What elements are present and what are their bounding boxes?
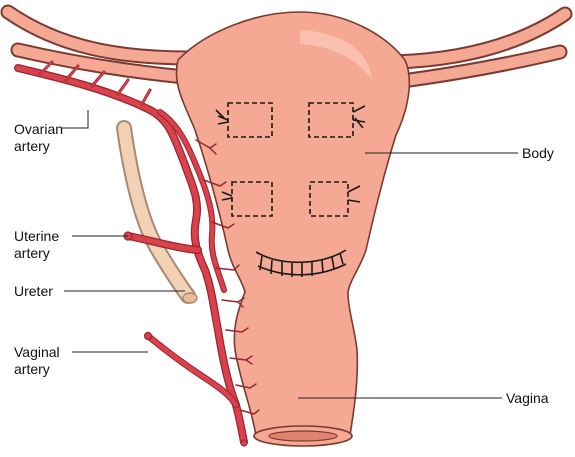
label-body-text: Body <box>522 145 554 161</box>
label-vagina-text: Vagina <box>506 390 549 406</box>
vaginal-opening <box>254 426 352 446</box>
label-uterine-artery: Uterine artery <box>14 228 59 262</box>
label-body: Body <box>522 145 554 162</box>
uterine-artery-branch <box>124 232 198 250</box>
left-fallopian-tube <box>8 12 195 78</box>
label-ovarian-artery: Ovarian artery <box>14 121 63 155</box>
label-ovarian-line1: Ovarian <box>14 121 63 138</box>
label-ureter: Ureter <box>14 283 53 300</box>
label-uterine-line2: artery <box>14 245 59 262</box>
label-vaginal-line1: Vaginal <box>14 344 60 361</box>
label-vaginal-line2: artery <box>14 361 60 378</box>
label-ureter-text: Ureter <box>14 283 53 299</box>
right-fallopian-tube <box>395 14 565 82</box>
label-vaginal-artery: Vaginal artery <box>14 344 60 378</box>
label-uterine-line1: Uterine <box>14 228 59 245</box>
label-ovarian-line2: artery <box>14 138 63 155</box>
ureter <box>124 128 197 303</box>
label-vagina: Vagina <box>506 390 549 407</box>
